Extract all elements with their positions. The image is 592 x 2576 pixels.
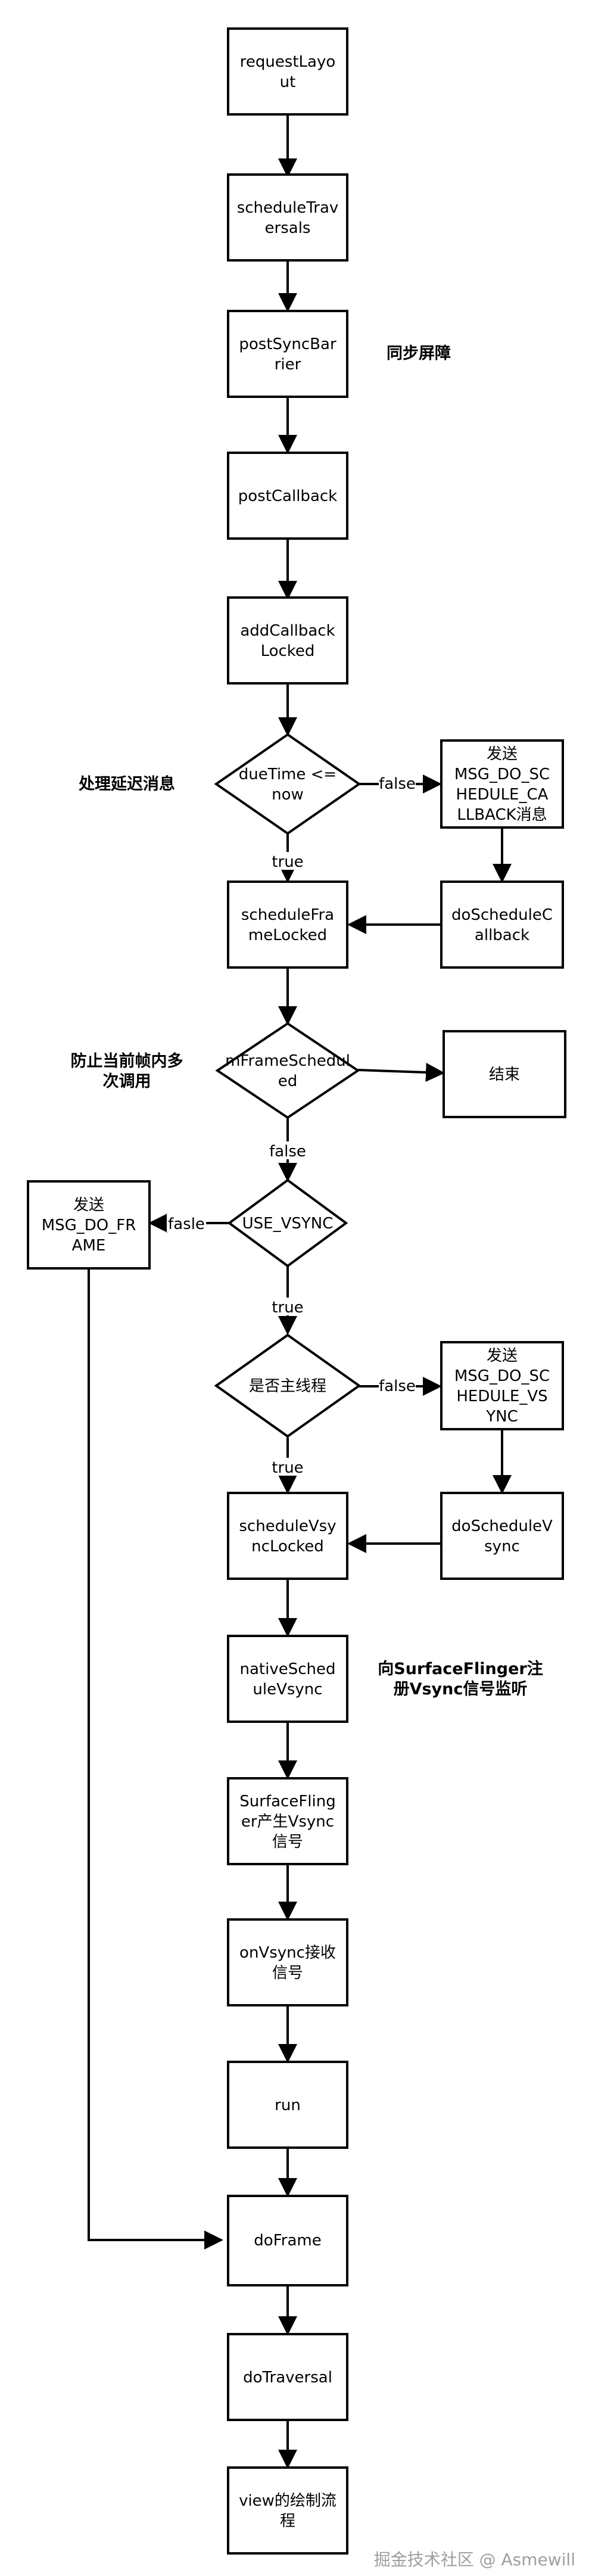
node-sendFrameMsg: [27, 1180, 151, 1270]
node-isMainThread: [214, 1333, 362, 1438]
node-label-sendVsyncMsg: YNC: [485, 1408, 518, 1426]
node-label-mFrameScheduled: ed: [278, 1072, 298, 1090]
node-scheduleTraversals: [227, 173, 348, 262]
edge-labels: false true false fasle true false true: [167, 774, 416, 1477]
node-labels: requestLayo ut scheduleTrav ersals postSyncB…: [42, 53, 553, 2530]
node-doScheduleCallback: [440, 881, 564, 969]
node-label-mFrameScheduled: mFrameSchedul: [225, 1052, 350, 1070]
node-label-doScheduleVsync: sync: [484, 1538, 520, 1555]
node-mFrameScheduled: [215, 1022, 360, 1119]
node-label-viewDraw: view的绘制流: [239, 2492, 336, 2510]
node-label-postSyncBarrier: postSyncBar: [239, 335, 336, 353]
node-label-scheduleFrameLocked: scheduleFra: [241, 906, 334, 924]
node-label-sendFrameMsg: 发送: [73, 1196, 104, 1214]
node-onVsync: [227, 1918, 348, 2006]
node-label-scheduleVsyncLocked: scheduleVsy: [239, 1517, 336, 1535]
node-label-requestLayout: ut: [280, 73, 296, 91]
node-label-onVsync: 信号: [272, 1964, 303, 1982]
node-addCallbackLocked: [227, 596, 348, 685]
node-label-sendCallbackMsg: HEDULE_CA: [456, 786, 549, 804]
node-surfaceFlingerVsync: [227, 1777, 348, 1865]
annotation-delayMsg: 处理延迟消息: [78, 774, 175, 794]
node-label-surfaceFlingerVsync: er产生Vsync: [241, 1813, 334, 1831]
label-dueTime-false: false: [379, 775, 416, 793]
edge-sendFrameMsg-doFrame: [88, 1268, 223, 2250]
node-label-postCallback: postCallback: [238, 487, 337, 505]
node-label-isMainThread: 是否主线程: [249, 1377, 326, 1395]
annotation-preventMulti: 次调用: [103, 1072, 151, 1091]
node-useVsync: [227, 1178, 348, 1268]
node-label-scheduleFrameLocked: meLocked: [248, 926, 327, 944]
node-dueTime: [214, 733, 362, 835]
node-label-surfaceFlingerVsync: 信号: [272, 1833, 303, 1851]
node-doScheduleVsync: [440, 1492, 564, 1580]
node-sendVsyncMsg: [440, 1341, 564, 1430]
node-scheduleFrameLocked: [227, 881, 348, 969]
node-label-doTraversal: doTraversal: [243, 2369, 332, 2387]
label-isMainThread-true: true: [272, 1459, 303, 1477]
node-requestLayout: [227, 27, 348, 116]
node-label-sendVsyncMsg: 发送: [487, 1347, 518, 1365]
node-scheduleVsyncLocked: [227, 1492, 348, 1580]
node-label-sendCallbackMsg: LLBACK消息: [457, 806, 547, 824]
node-label-sendVsyncMsg: MSG_DO_SC: [454, 1367, 550, 1385]
node-label-addCallbackLocked: Locked: [261, 642, 315, 660]
label-mFrameScheduled-false: false: [269, 1143, 306, 1161]
node-label-run: run: [275, 2096, 301, 2114]
node-viewDraw: [227, 2466, 348, 2555]
node-label-postSyncBarrier: rier: [275, 356, 301, 374]
node-label-sendFrameMsg: AME: [72, 1237, 106, 1255]
node-label-dueTime: dueTime <=: [239, 766, 336, 783]
node-label-nativeScheduleVsync: uleVsync: [253, 1681, 322, 1698]
node-doFrame: [227, 2195, 348, 2286]
nodes: [27, 27, 566, 2555]
annotation-preventMulti: 防止当前帧内多: [71, 1051, 183, 1071]
label-isMainThread-false: false: [379, 1377, 416, 1395]
node-label-viewDraw: 程: [280, 2512, 295, 2530]
node-label-end: 结束: [489, 1066, 520, 1084]
node-doTraversal: [227, 2333, 348, 2421]
node-label-doScheduleCallback: allback: [475, 926, 529, 944]
node-postSyncBarrier: [227, 310, 348, 398]
node-label-scheduleVsyncLocked: ncLocked: [251, 1538, 324, 1555]
node-label-scheduleTraversals: ersals: [265, 219, 311, 237]
label-dueTime-true: true: [272, 853, 303, 871]
node-label-sendCallbackMsg: 发送: [487, 745, 518, 763]
node-run: [227, 2061, 348, 2149]
node-label-sendVsyncMsg: HEDULE_VS: [456, 1387, 547, 1405]
node-label-sendFrameMsg: MSG_DO_FR: [42, 1217, 136, 1234]
node-label-requestLayout: requestLayo: [240, 53, 336, 71]
node-label-onVsync: onVsync接收: [239, 1944, 336, 1962]
node-nativeScheduleVsync: [227, 1635, 348, 1723]
node-label-useVsync: USE_VSYNC: [242, 1215, 334, 1233]
annotation-registerVsync: 册Vsync信号监听: [394, 1680, 528, 1698]
node-label-scheduleTraversals: scheduleTrav: [237, 199, 339, 217]
node-postCallback: [227, 452, 348, 540]
node-label-doScheduleCallback: doScheduleC: [451, 906, 553, 924]
edge-mFrameScheduled-end: [357, 1063, 445, 1082]
node-label-doScheduleVsync: doScheduleV: [451, 1517, 553, 1535]
node-label-nativeScheduleVsync: nativeSched: [240, 1660, 336, 1678]
node-label-surfaceFlingerVsync: SurfaceFling: [239, 1793, 335, 1810]
annotation-syncBarrier: 同步屏障: [387, 344, 451, 363]
node-label-dueTime: now: [272, 786, 304, 804]
annotation-registerVsync: 向SurfaceFlinger注: [378, 1659, 543, 1678]
label-useVsync-fasle: fasle: [168, 1215, 205, 1233]
node-end: [443, 1030, 566, 1118]
node-label-addCallbackLocked: addCallback: [240, 622, 335, 640]
node-label-doFrame: doFrame: [254, 2232, 321, 2250]
node-label-sendCallbackMsg: MSG_DO_SC: [454, 766, 550, 783]
label-useVsync-true: true: [272, 1299, 303, 1317]
watermark: 掘金技术社区 @ Asmewill: [374, 2550, 575, 2569]
node-sendCallbackMsg: [440, 739, 564, 829]
